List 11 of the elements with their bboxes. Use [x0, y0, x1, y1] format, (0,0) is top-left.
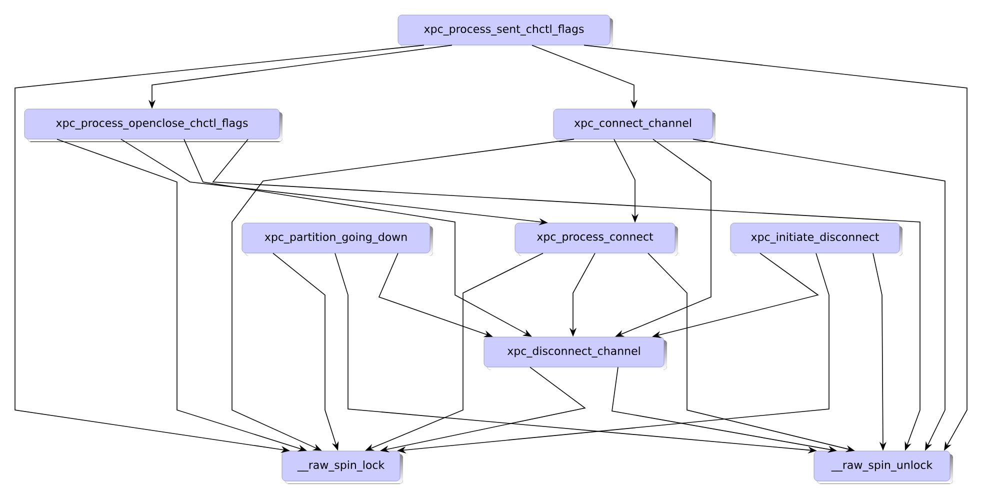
function-box: xpc_partition_going_down [242, 222, 433, 256]
function-box: xpc_disconnect_channel [484, 336, 667, 370]
function-box: xpc_connect_channel [553, 108, 716, 142]
function-box: xpc_process_sent_chctl_flags [398, 14, 613, 48]
function-box: __raw_spin_unlock [814, 450, 953, 484]
function-box: __raw_spin_lock [282, 450, 403, 484]
arrow [232, 138, 574, 451]
arrow [14, 44, 424, 453]
function-box: xpc_initiate_disconnect [730, 222, 902, 256]
function-box: xpc_process_connect [514, 222, 678, 256]
function-box: xpc_process_openclose_chctl_flags [24, 108, 282, 142]
